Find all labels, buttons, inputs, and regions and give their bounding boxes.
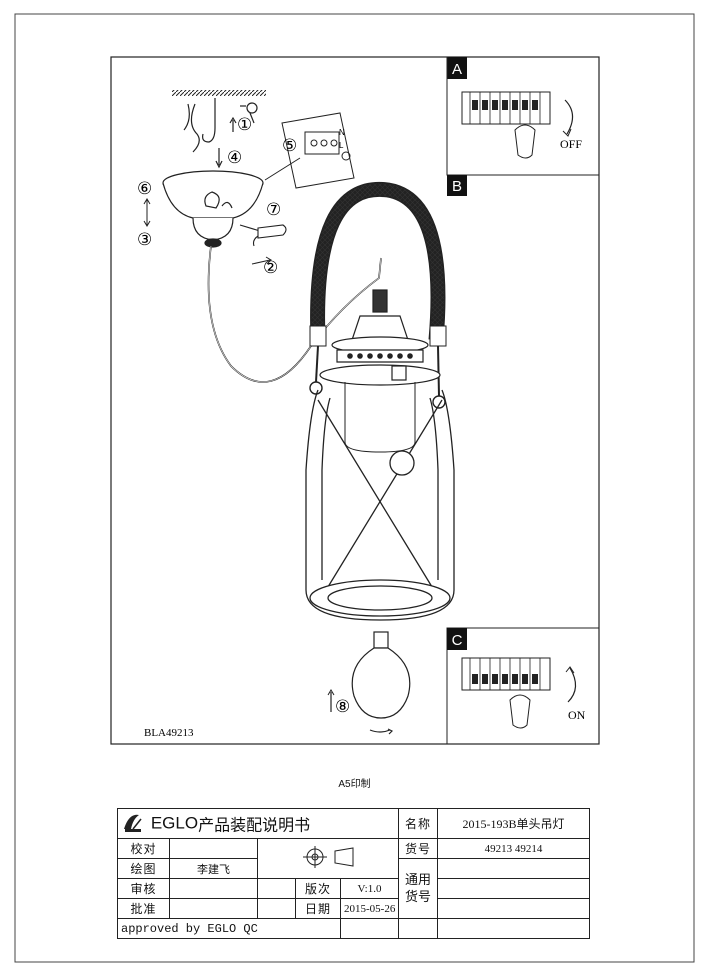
step-label-2: ② — [263, 258, 278, 277]
approve-spacer — [257, 898, 296, 919]
footer-spacer-1 — [340, 918, 399, 939]
inset-c-on-text: ON — [568, 708, 586, 722]
inset-a-letter: A — [452, 61, 462, 78]
drawing-frame — [110, 56, 600, 745]
title-block: EGLO产品装配说明书 名称 2015-193B单头吊灯 校对 货号 49213… — [117, 808, 590, 939]
eglo-logo — [121, 811, 147, 836]
step-label-3: ③ — [137, 230, 152, 249]
sheet-border — [14, 13, 695, 963]
model-code: BLA49213 — [144, 727, 194, 739]
projection-icon — [303, 846, 354, 868]
approved-by: approved by EGLO QC — [117, 918, 341, 939]
inset-a: A OFF — [446, 56, 600, 176]
check-value — [169, 838, 258, 859]
footer-spacer-3 — [437, 918, 590, 939]
step-label-4: ④ — [227, 148, 242, 167]
version-label: 版次 — [295, 878, 341, 899]
common-item-value-3 — [437, 898, 590, 919]
item-no-value: 49213 49214 — [437, 838, 590, 859]
ceiling-canopy — [162, 170, 264, 248]
common-item-value-1 — [437, 858, 590, 879]
terminal-neutral-mark: N — [339, 128, 345, 137]
item-no-label: 货号 — [398, 838, 438, 859]
step-label-1: ① — [237, 115, 252, 134]
approve-value — [169, 898, 258, 919]
name-label: 名称 — [398, 808, 438, 839]
name-value: 2015-193B单头吊灯 — [437, 808, 590, 839]
step-label-8: ⑧ — [335, 697, 350, 716]
common-item-value-2 — [437, 878, 590, 899]
lamp-shade — [305, 382, 455, 621]
title-cell: EGLO产品装配说明书 — [117, 808, 399, 839]
screwdriver — [239, 224, 287, 247]
lamp-top — [319, 289, 441, 386]
check-label: 校对 — [117, 838, 170, 859]
step-label-7: ⑦ — [266, 200, 281, 219]
inset-a-off-text: OFF — [560, 137, 582, 151]
review-spacer — [257, 878, 296, 899]
approve-label: 批准 — [117, 898, 170, 919]
date-label: 日期 — [295, 898, 341, 919]
review-label: 审核 — [117, 878, 170, 899]
date-value: 2015-05-26 — [340, 898, 399, 919]
inset-b: B — [446, 57, 467, 196]
inset-b-letter: B — [452, 178, 462, 195]
ceiling-hook — [183, 98, 258, 169]
inset-c: C ON — [446, 627, 600, 745]
step-label-6: ⑥ — [137, 179, 152, 198]
version-value: V:1.0 — [340, 878, 399, 899]
footer-spacer-2 — [398, 918, 438, 939]
terminal-block-callout: N L — [264, 112, 355, 189]
review-value — [169, 878, 258, 899]
brand-name: EGLO — [150, 813, 199, 833]
drawn-value: 李建飞 — [169, 858, 258, 879]
drawn-label: 绘图 — [117, 858, 170, 879]
common-item-label: 通用货号 — [398, 858, 438, 919]
step-label-5: ⑤ — [282, 136, 297, 155]
terminal-live-mark: L — [339, 141, 344, 150]
rope-handle — [309, 181, 447, 409]
inset-c-letter: C — [452, 632, 463, 649]
light-bulb — [351, 631, 411, 735]
doc-title: 产品装配说明书 — [198, 815, 311, 835]
projection-symbol — [257, 838, 399, 879]
ceiling-hatch — [172, 90, 266, 96]
print-size-note: A5印制 — [338, 779, 371, 790]
